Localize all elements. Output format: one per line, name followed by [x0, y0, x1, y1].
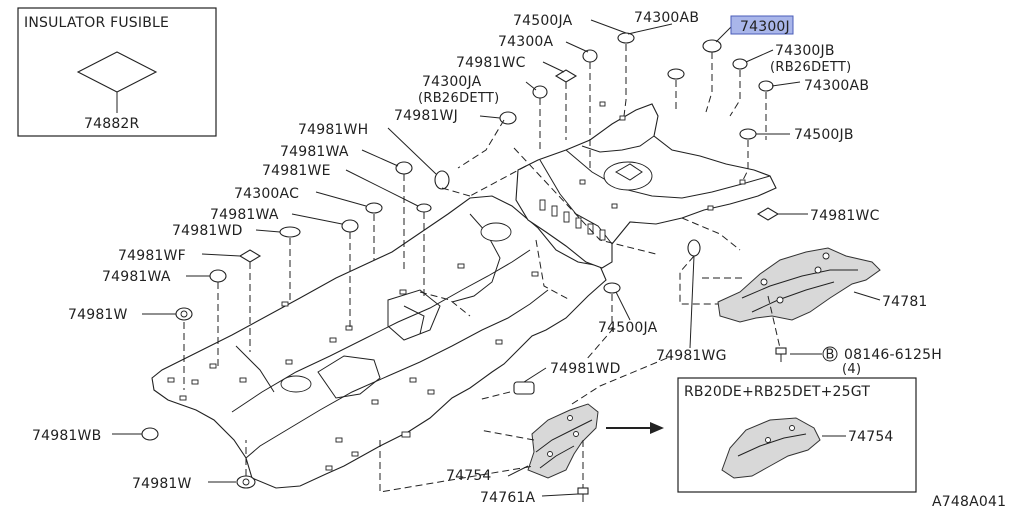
label-74300JB-note: (RB26DETT) [770, 60, 852, 75]
label-74981WG: 74981WG [656, 348, 727, 364]
plug-74300AB-top [667, 68, 685, 80]
bolt-08146 [775, 347, 787, 362]
label-74300A: 74300A [498, 34, 554, 50]
highlight-74300J [730, 15, 794, 35]
patch-74981WA-1 [395, 161, 413, 175]
patch-74981WD-left [279, 226, 301, 238]
label-74981WA-3: 74981WA [102, 269, 171, 285]
grommet-74500JB [739, 128, 757, 140]
patch-74981WC-right [756, 207, 780, 221]
heat-insulator-74754 [527, 403, 599, 479]
plug-74300J [702, 39, 722, 53]
reference-arrow [606, 422, 664, 434]
bolt-74761A [577, 487, 589, 502]
label-74300JB: 74300JB [775, 43, 835, 59]
label-74981WJ: 74981WJ [394, 108, 458, 124]
alignment-lines [183, 44, 781, 493]
plug-74300AC [365, 202, 383, 214]
label-74500JA-mid: 74500JA [598, 320, 658, 336]
label-74754-variant: 74754 [848, 429, 894, 445]
label-74300JA-note: (RB26DETT) [418, 91, 500, 106]
patch-74981WG [687, 239, 701, 257]
patch-74981WA-2 [341, 219, 359, 233]
patch-74981WH [434, 170, 450, 190]
label-74981WA-1: 74981WA [280, 144, 349, 160]
label-74981W-1: 74981W [68, 307, 128, 323]
main-floor-insulator [151, 195, 607, 489]
label-74981WH: 74981WH [298, 122, 368, 138]
patch-74981WA-3 [209, 269, 227, 283]
label-08146-6125H: 08146-6125H [844, 347, 942, 363]
label-74300JA: 74300JA [422, 74, 482, 90]
rear-insulator-slots [539, 101, 746, 241]
rear-floor-insulator [515, 101, 777, 269]
bolt-circle-letter: B [826, 348, 835, 363]
label-74981WC-top: 74981WC [456, 55, 526, 71]
inset-insulator-title: INSULATOR FUSIBLE [24, 15, 169, 31]
heat-insulator-74781 [717, 247, 881, 323]
label-74781: 74781 [882, 294, 928, 310]
patch-74981WC-top [554, 69, 578, 83]
label-74300AC: 74300AC [234, 186, 299, 202]
label-74300AB-mid: 74300AB [804, 78, 869, 94]
label-08146-qty: (4) [842, 362, 861, 377]
mount-holes-main [167, 263, 539, 471]
label-74300J[interactable]: 74300J [740, 19, 790, 35]
plug-74300JB [732, 58, 748, 70]
label-74981WF: 74981WF [118, 248, 186, 264]
patch-74981WF [238, 249, 262, 263]
part-label-74882R: 74882R [84, 116, 140, 132]
patch-74981WE [416, 203, 432, 213]
label-74981WA-2: 74981WA [210, 207, 279, 223]
diagram-code: A748A041 [932, 494, 1006, 510]
grommet-74500JA-top [617, 32, 635, 44]
small-parts [141, 32, 787, 502]
label-74300AB-top: 74300AB [634, 10, 699, 26]
plug-74981WB [141, 427, 159, 441]
plug-74300JA [532, 85, 548, 99]
plug-74300A [582, 49, 598, 63]
inset-variant-title: RB20DE+RB25DET+25GT [684, 384, 870, 400]
label-74981WC-right: 74981WC [810, 208, 880, 224]
label-74981W-2: 74981W [132, 476, 192, 492]
plug-74300AB-mid [758, 80, 774, 92]
patch-74981WD-mid [513, 381, 535, 395]
inset-engine-variant: RB20DE+RB25DET+25GT 74754 [677, 377, 917, 493]
label-74761A: 74761A [480, 490, 536, 506]
variant-insulator-74754 [721, 417, 821, 479]
part-labels: 74500JA 74300AB 74300J 74300A 74300JB (R… [32, 10, 942, 506]
label-74981WB: 74981WB [32, 428, 101, 444]
inset-insulator-fusible: INSULATOR FUSIBLE 74882R [17, 7, 217, 137]
label-74981WD-mid: 74981WD [550, 361, 621, 377]
leader-lines [112, 19, 881, 497]
label-74754: 74754 [446, 468, 492, 484]
grommet-74500JA-mid [603, 282, 621, 294]
bolt-circle-b [822, 346, 838, 362]
label-74500JA-top: 74500JA [513, 13, 573, 29]
label-74981WD-left: 74981WD [172, 223, 243, 239]
label-74500JB: 74500JB [794, 127, 854, 143]
label-74981WE: 74981WE [262, 163, 331, 179]
